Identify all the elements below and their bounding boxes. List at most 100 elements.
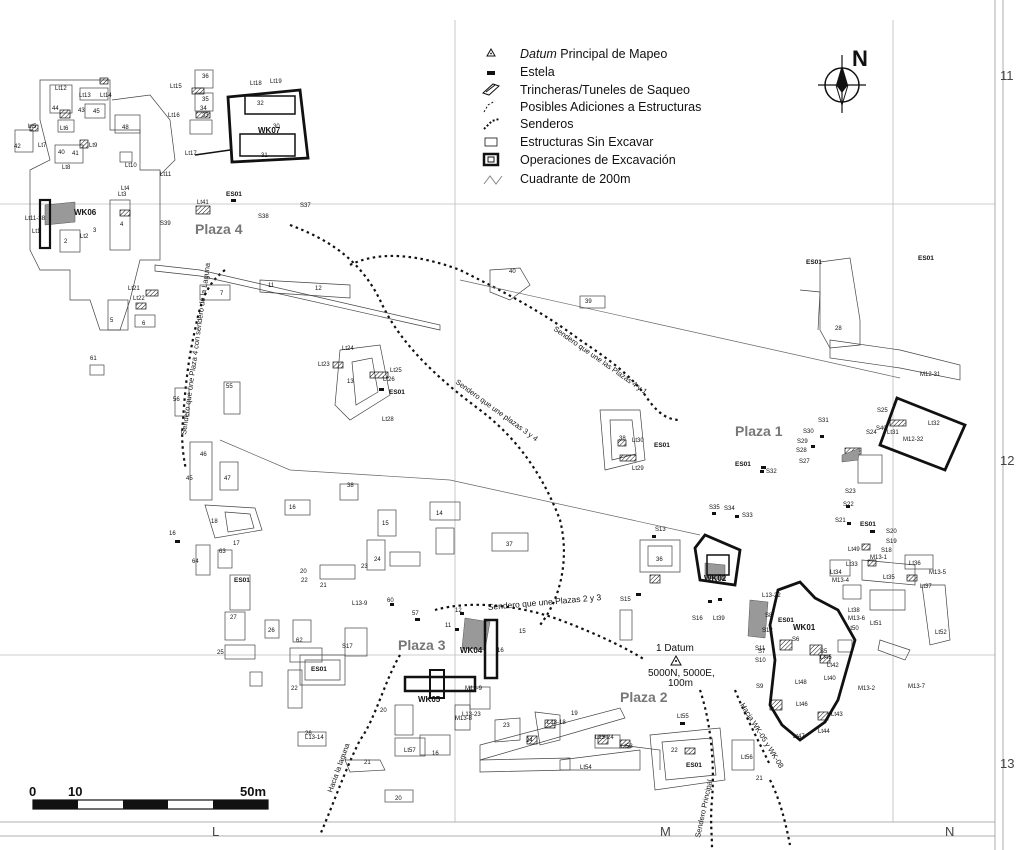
- feature-label: S11: [755, 646, 766, 652]
- feature-label: 38: [619, 436, 626, 442]
- feature-label: Lt2: [80, 234, 89, 240]
- feature-label: Lt11-38: [25, 216, 46, 222]
- feature-label: 62: [296, 638, 303, 644]
- north-arrow-icon: [818, 55, 866, 113]
- feature-label: 21: [320, 583, 327, 589]
- feature-label: S16: [692, 616, 703, 622]
- feature-label: Lt55: [677, 714, 689, 720]
- operation-label: WK05: [418, 695, 441, 704]
- feature-label: S6: [792, 637, 800, 643]
- feature-label: 26: [268, 628, 275, 634]
- feature-label: 23: [503, 723, 510, 729]
- feature-label: 46: [200, 452, 207, 458]
- feature-label: 40: [509, 269, 516, 275]
- feature-label: Lt11: [160, 172, 172, 178]
- feature-label: 14: [436, 511, 443, 517]
- feature-label: L13-23: [462, 712, 481, 718]
- feature-label: Lt18: [250, 81, 262, 87]
- feature-label: 35: [202, 97, 209, 103]
- feature-label: Lt45: [820, 655, 832, 661]
- feature-label: Lt32: [928, 421, 940, 427]
- feature-label: S7: [758, 649, 766, 655]
- feature-label: Lt3: [118, 192, 127, 198]
- feature-label: 25: [217, 650, 224, 656]
- feature-label: 24: [374, 557, 381, 563]
- stelae: [175, 199, 875, 725]
- feature-label: 17: [233, 541, 240, 547]
- feature-label: Lt1: [32, 229, 41, 235]
- feature-label: 39: [585, 299, 592, 305]
- feature-label: ES01: [311, 666, 327, 673]
- feature-label: Lt16: [168, 113, 180, 119]
- scale-label-50: 50m: [240, 784, 266, 799]
- feature-label: 43: [78, 108, 85, 114]
- feature-label: 15: [0, 0, 7, 2]
- scale-bar: [32, 799, 269, 810]
- feature-label: ES01: [778, 617, 794, 624]
- feature-label: 57: [412, 611, 419, 617]
- feature-label: 22: [291, 686, 298, 692]
- datum-title: 1 Datum: [656, 643, 694, 654]
- grid-row-label: 13: [1000, 756, 1014, 771]
- feature-label: M13-6: [848, 616, 866, 622]
- feature-label: 16: [169, 531, 176, 537]
- feature-label: 32: [257, 101, 264, 107]
- feature-label: 16: [497, 648, 504, 654]
- feature-label: S19: [886, 539, 897, 545]
- feature-label: 37: [506, 542, 513, 548]
- plaza-label: Plaza 1: [735, 423, 783, 439]
- operation-label: WK06: [74, 208, 97, 217]
- feature-label: S13: [655, 527, 666, 533]
- feature-label: M12-31: [920, 372, 941, 378]
- feature-label: S29: [797, 439, 808, 445]
- feature-label: 45: [186, 476, 193, 482]
- grid-col-label: M: [660, 824, 671, 839]
- feature-label: 30: [273, 124, 280, 130]
- feature-label: ES01: [806, 259, 822, 266]
- feature-label: 20: [380, 708, 387, 714]
- feature-label: Lt57: [404, 748, 416, 754]
- feature-label: S35: [709, 505, 720, 511]
- feature-label: 12: [315, 286, 322, 292]
- feature-label: 23: [361, 564, 368, 570]
- feature-label: S31: [818, 418, 829, 424]
- feature-label: M13-2: [858, 686, 876, 692]
- feature-label: 34: [200, 106, 207, 112]
- trails: [181, 223, 792, 849]
- north-label: N: [852, 46, 868, 71]
- feature-label: 24: [526, 738, 533, 744]
- feature-label: 60: [387, 598, 394, 604]
- feature-label: 22: [301, 578, 308, 584]
- feature-label: ES01: [686, 762, 702, 769]
- feature-label: Lt28: [382, 417, 394, 423]
- feature-label: S5: [820, 649, 828, 655]
- feature-label: Lt13: [79, 93, 91, 99]
- operation-label: WK02: [704, 574, 727, 583]
- feature-label: 42: [14, 144, 21, 150]
- feature-label: ES01: [860, 521, 876, 528]
- feature-label: Lt15: [170, 84, 182, 90]
- addition-legend-icon: [483, 100, 496, 113]
- feature-label: Lt44: [818, 729, 830, 735]
- feature-label: Lt8: [62, 165, 71, 171]
- feature-label: 47: [224, 476, 231, 482]
- feature-label: S18: [881, 548, 892, 554]
- feature-label: L13-18: [547, 720, 566, 726]
- feature-label: 48: [122, 125, 129, 131]
- feature-label: L13-9: [352, 601, 368, 607]
- legend-trincheras: Trincheras/Tuneles de Saqueo: [520, 83, 690, 97]
- plaza-label: Plaza 4: [195, 221, 243, 237]
- feature-label: ES01: [226, 191, 242, 198]
- feature-label: S27: [799, 459, 810, 465]
- grid-row-label: 11: [1000, 68, 1014, 83]
- feature-label: 22: [671, 748, 678, 754]
- feature-label: S25: [877, 408, 888, 414]
- datum-elevation: 100m: [668, 678, 693, 689]
- trail-legend-icon: [483, 118, 500, 130]
- feature-label: S38: [258, 214, 269, 220]
- feature-label: Lt25: [390, 368, 402, 374]
- feature-label: 16: [289, 505, 296, 511]
- feature-label: M13-7: [908, 684, 926, 690]
